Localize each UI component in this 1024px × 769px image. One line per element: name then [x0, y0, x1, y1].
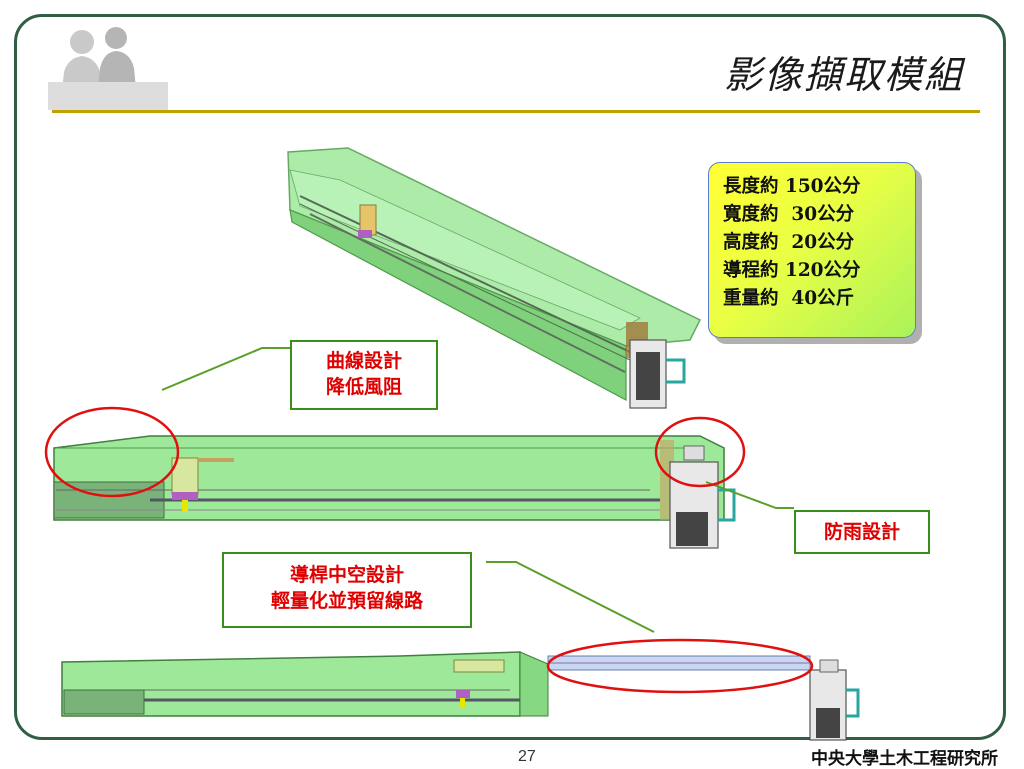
slide-title: 影像擷取模組 — [723, 53, 964, 97]
curve-design-line2: 降低風阻 — [325, 376, 402, 398]
footer-institution: 中央大學土木工程研究所 — [811, 749, 998, 769]
page-number: 27 — [518, 748, 536, 765]
slide-frame — [14, 14, 1006, 740]
spec-width: 寬度約 30公分 — [723, 204, 855, 225]
leader-lines — [161, 347, 794, 633]
hollow-rod-line2: 輕量化並預留線路 — [270, 590, 423, 612]
extended-view-model — [61, 651, 860, 741]
title-underline — [52, 110, 980, 113]
curve-design-line1: 曲線設計 — [325, 350, 402, 372]
spec-length: 長度約 150公分 — [723, 176, 861, 197]
rain-proof-label: 防雨設計 — [794, 510, 930, 554]
spec-lead: 導程約 120公分 — [723, 260, 861, 281]
specification-box: 長度約 150公分 寬度約 30公分 高度約 20公分 導程約 120公分 重量… — [708, 162, 916, 338]
spec-height: 高度約 20公分 — [723, 232, 855, 253]
people-silhouette-icon — [48, 27, 168, 110]
curve-design-label: 曲線設計 降低風阻 — [290, 340, 438, 410]
spec-weight: 重量約 40公斤 — [723, 288, 855, 309]
hollow-rod-label: 導桿中空設計 輕量化並預留線路 — [222, 552, 472, 628]
isometric-model — [287, 147, 702, 409]
rain-proof-line: 防雨設計 — [823, 521, 900, 543]
side-view-model — [53, 435, 736, 549]
hollow-rod-line1: 導桿中空設計 — [289, 564, 404, 586]
highlight-ellipses — [44, 406, 814, 694]
